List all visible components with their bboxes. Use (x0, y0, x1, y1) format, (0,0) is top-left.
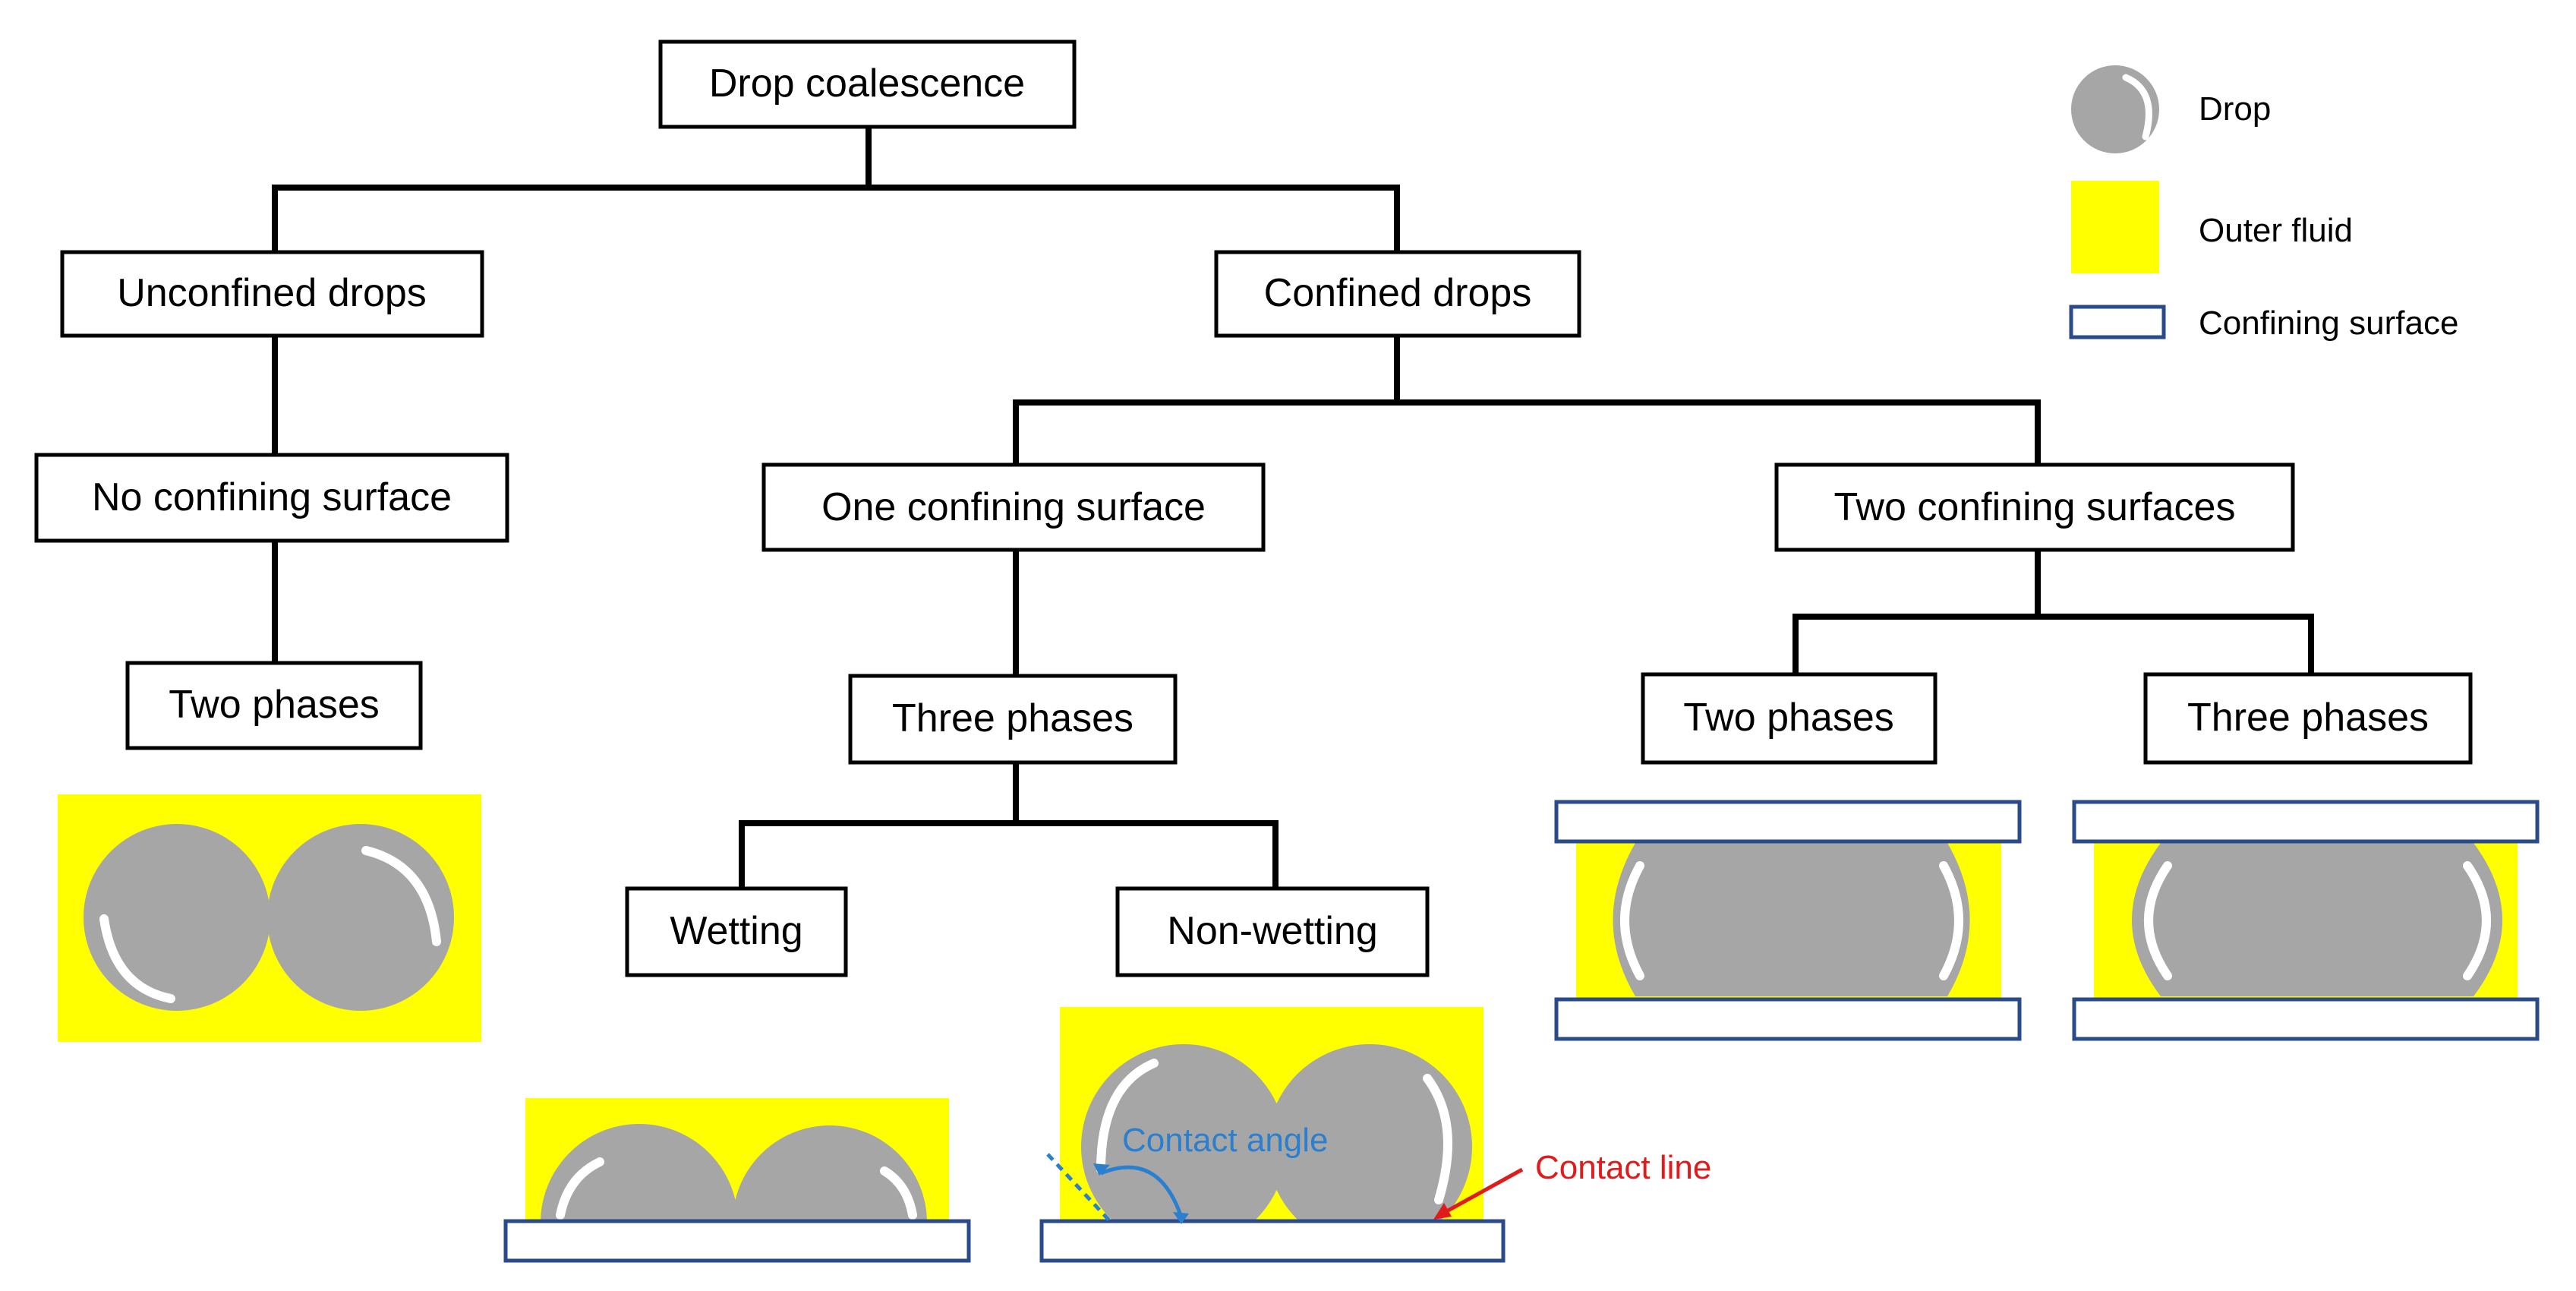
node-one-surface: One confining surface (761, 462, 1266, 552)
legend-item-outer-fluid: Outer fluid (2071, 181, 2353, 273)
drop-highlight (556, 1157, 604, 1220)
drop-highlight (99, 914, 175, 1003)
node-wetting-label: Wetting (670, 909, 802, 953)
legend-drop-label: Drop (2199, 90, 2271, 128)
drop-left (2132, 843, 2327, 996)
node-one-three-phases-label: Three phases (892, 696, 1134, 740)
drop-highlight (1096, 1059, 1159, 1174)
drop-highlight (2144, 861, 2172, 980)
node-two-two-phases-label: Two phases (1683, 696, 1894, 740)
drop-right (1267, 1044, 1472, 1249)
illustration-non-wetting: Contact angle Contact line (1039, 1007, 1711, 1283)
contact-angle-arc (1100, 1165, 1183, 1216)
contact-angle-arrowhead (1173, 1212, 1189, 1224)
legend-item-confining-surface: Confining surface (2069, 305, 2458, 342)
node-confined-label: Confined drops (1264, 271, 1532, 315)
drop-left (84, 824, 270, 1011)
edge-two-surfaces-chain (1792, 547, 2314, 677)
node-wetting: Wetting (625, 886, 848, 977)
drop-right (733, 1125, 927, 1223)
drop-highlight (2463, 861, 2491, 980)
node-two-surfaces: Two confining surfaces (1774, 462, 2295, 552)
node-unconfined-label: Unconfined drops (117, 271, 427, 315)
node-root-label: Drop coalescence (709, 62, 1025, 106)
confining-surface-bottom (2072, 997, 2540, 1041)
drop-highlight (1423, 1074, 1452, 1204)
node-one-three-phases: Three phases (848, 674, 1178, 765)
node-unconfined: Unconfined drops (60, 250, 484, 338)
edge-confined-surfaces (1013, 333, 2041, 468)
node-non-wetting-label: Non-wetting (1167, 909, 1377, 953)
contact-line-arrow (1441, 1167, 1524, 1216)
legend-outer-fluid-label: Outer fluid (2199, 212, 2353, 249)
drop-highlight (1620, 861, 1644, 980)
contact-line-label: Contact line (1535, 1149, 1711, 1186)
node-two-surfaces-label: Two confining surfaces (1834, 485, 2236, 529)
legend-confining-surface-swatch (2069, 305, 2166, 339)
illustration-two-surfaces-three-phases (2072, 800, 2540, 1041)
confining-surface (503, 1219, 971, 1263)
drop-highlight (361, 846, 441, 946)
confining-surface-top (1554, 800, 2022, 844)
node-root: Drop coalescence (658, 39, 1077, 129)
drop-right (1782, 843, 1970, 996)
contact-line-arrowhead (1433, 1203, 1452, 1220)
node-confined: Confined drops (1214, 250, 1581, 338)
node-unconfined-two-phases-label: Two phases (169, 683, 380, 727)
contact-angle-label: Contact angle (1122, 1122, 1329, 1159)
edge-one-surface-chain (739, 547, 1279, 892)
node-two-three-phases-label: Three phases (2187, 696, 2429, 740)
drop-right (267, 824, 454, 1011)
drop-left (541, 1124, 738, 1223)
drop-left (1613, 843, 1802, 996)
node-non-wetting: Non-wetting (1115, 886, 1430, 977)
node-no-surface-label: No confining surface (92, 475, 452, 519)
drop-left (1081, 1044, 1286, 1249)
edge-root-unconfined-confined (272, 124, 1400, 255)
node-two-two-phases: Two phases (1641, 672, 1938, 765)
node-two-three-phases: Three phases (2143, 672, 2473, 765)
illustration-wetting (503, 1098, 971, 1263)
drop-right (2307, 843, 2502, 996)
confining-surface-bottom (1554, 997, 2022, 1041)
drop-highlight (1939, 861, 1963, 980)
illustration-unconfined-two-phases (58, 794, 481, 1042)
drop-highlight (2122, 74, 2152, 140)
tangent-line (1046, 1153, 1111, 1223)
legend-item-drop: Drop (2071, 65, 2271, 153)
confining-surface (1039, 1219, 1506, 1263)
node-unconfined-two-phases: Two phases (125, 661, 423, 750)
node-no-surface: No confining surface (34, 453, 509, 543)
illustration-two-surfaces-two-phases (1554, 800, 2022, 1041)
tree-connectors (272, 124, 2314, 892)
drop-highlight (880, 1166, 917, 1220)
legend-outer-fluid-swatch (2071, 181, 2159, 273)
legend-confining-surface-label: Confining surface (2199, 305, 2458, 342)
confining-surface-top (2072, 800, 2540, 844)
contact-angle-arrowhead (1093, 1163, 1110, 1176)
legend: Drop Outer fluid Confining surface (2069, 65, 2458, 342)
node-one-surface-label: One confining surface (821, 485, 1206, 529)
